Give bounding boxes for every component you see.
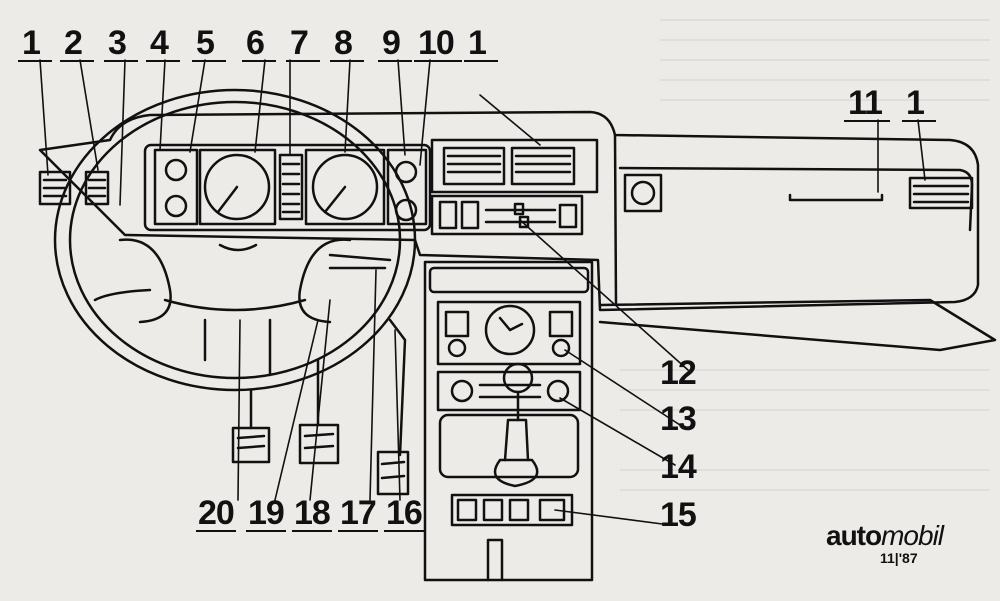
brand-word-mobil: mobil <box>881 520 944 551</box>
callout-10: 10 <box>418 24 455 62</box>
steering-wheel <box>53 88 417 392</box>
callout-18: 18 <box>294 494 331 532</box>
right-vent <box>908 176 974 210</box>
callout-9: 9 <box>382 24 401 62</box>
dashboard-outline <box>38 110 980 312</box>
callout-14: 14 <box>660 448 697 486</box>
callout-12: 12 <box>660 354 697 392</box>
callout-11: 11 <box>848 84 883 122</box>
leader-lines <box>39 59 926 526</box>
callout-1-left-vent: 1 <box>22 24 41 62</box>
callout-17: 17 <box>340 494 377 532</box>
brand-logo: automobil <box>826 520 944 552</box>
glovebox <box>623 173 884 213</box>
callout-6: 6 <box>246 24 265 62</box>
left-vent <box>38 170 110 206</box>
callout-13: 13 <box>660 400 697 438</box>
pedals <box>231 318 410 496</box>
center-vents <box>430 138 599 194</box>
callout-19: 19 <box>248 494 285 532</box>
callout-4: 4 <box>150 24 169 62</box>
callout-5: 5 <box>196 24 215 62</box>
callout-20: 20 <box>198 494 235 532</box>
callout-1-center-vent: 1 <box>468 24 487 62</box>
centre-console <box>423 260 594 582</box>
issue-number: 11|'87 <box>880 550 918 566</box>
instrument-cluster <box>143 143 432 232</box>
brand-word-auto: auto <box>826 520 882 551</box>
background-text-lines <box>620 19 990 491</box>
heater-controls <box>430 194 584 236</box>
callout-1-right-vent: 1 <box>906 84 925 122</box>
callout-2: 2 <box>64 24 83 62</box>
steering-column <box>93 253 392 377</box>
callout-8: 8 <box>334 24 353 62</box>
callout-7: 7 <box>290 24 309 62</box>
callout-16: 16 <box>386 494 423 532</box>
callout-15: 15 <box>660 496 697 534</box>
callout-3: 3 <box>108 24 127 62</box>
